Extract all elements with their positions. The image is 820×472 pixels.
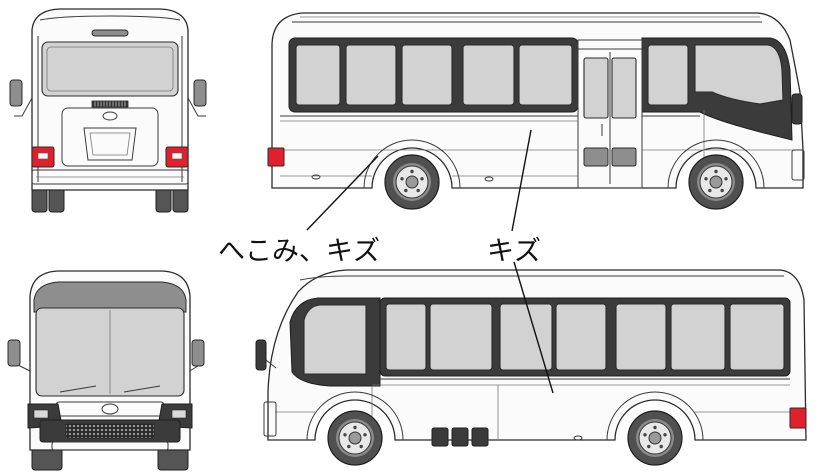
rear-wheel <box>627 410 683 466</box>
emblem-icon <box>101 403 119 415</box>
side-marker <box>311 174 321 180</box>
front-bumper <box>791 149 805 181</box>
rear-grille <box>91 100 129 108</box>
leader-line-dent <box>306 155 379 231</box>
mirror-right <box>187 79 207 117</box>
rain-gutter <box>299 275 784 281</box>
mirror-left <box>9 79 33 117</box>
front-side-window <box>694 44 784 105</box>
leader-line-scratch-bottom <box>513 261 554 394</box>
mirror-left <box>7 339 33 373</box>
rear-wheel <box>384 154 440 210</box>
front-fender <box>667 139 765 189</box>
side-window <box>615 303 667 371</box>
side-window <box>429 303 493 371</box>
rear-view <box>9 8 207 213</box>
roof-line <box>39 15 181 21</box>
marker-lamp <box>91 29 129 37</box>
side-marker <box>484 176 494 182</box>
side-window <box>729 303 785 371</box>
emblem-icon <box>102 111 118 121</box>
side-mirror <box>255 339 267 371</box>
front-fender <box>306 391 404 441</box>
license-plate <box>83 127 137 161</box>
front-quarter-window <box>303 304 367 375</box>
rear-fender <box>606 391 704 441</box>
side-marker <box>573 435 583 441</box>
side-window <box>462 44 515 106</box>
front-bumper <box>263 401 277 437</box>
right-side-view <box>267 12 805 210</box>
left-side-view <box>255 269 807 466</box>
front-wheel <box>688 154 744 210</box>
side-window <box>647 44 689 106</box>
rear-window <box>41 41 179 97</box>
mirror-right <box>187 339 205 373</box>
side-vents <box>431 427 489 447</box>
side-window <box>385 303 427 371</box>
tail-light <box>789 407 807 429</box>
tail-light <box>267 147 285 167</box>
passenger-door <box>577 39 643 189</box>
roof-visor <box>33 281 187 313</box>
side-mirror <box>791 93 803 125</box>
label-dent-scratch: へこみ、キズ <box>218 236 380 267</box>
rear-hatch <box>61 107 159 167</box>
side-window <box>555 303 607 371</box>
side-window <box>401 44 453 106</box>
wiper <box>59 385 97 393</box>
rear-fender <box>363 139 461 189</box>
front-wheels <box>31 445 189 471</box>
side-window <box>499 303 553 371</box>
side-window <box>670 303 726 371</box>
side-window <box>518 44 573 106</box>
label-scratch: キズ <box>487 236 541 267</box>
front-view <box>7 270 205 471</box>
side-window <box>295 44 341 106</box>
wiper <box>123 385 161 393</box>
rear-wheels <box>31 183 189 213</box>
rear-bumper <box>31 169 189 185</box>
side-window <box>345 44 397 106</box>
leader-line-scratch-top <box>511 129 532 232</box>
front-wheel <box>327 410 383 466</box>
lower-grille <box>65 423 155 439</box>
